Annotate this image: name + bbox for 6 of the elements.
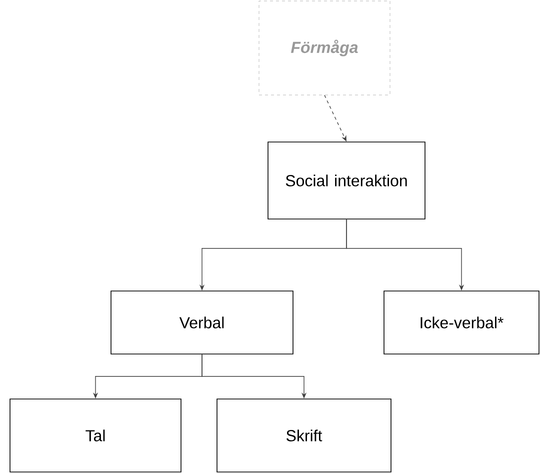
category-box: Verbal: [110, 290, 294, 354]
category-box: Social interaktion: [268, 142, 426, 220]
category-box: Tal: [10, 398, 182, 472]
category-box: Icke-verbal*: [384, 290, 540, 354]
category-box: Skrift: [216, 398, 392, 472]
placeholder-box: Förmåga: [258, 0, 390, 96]
